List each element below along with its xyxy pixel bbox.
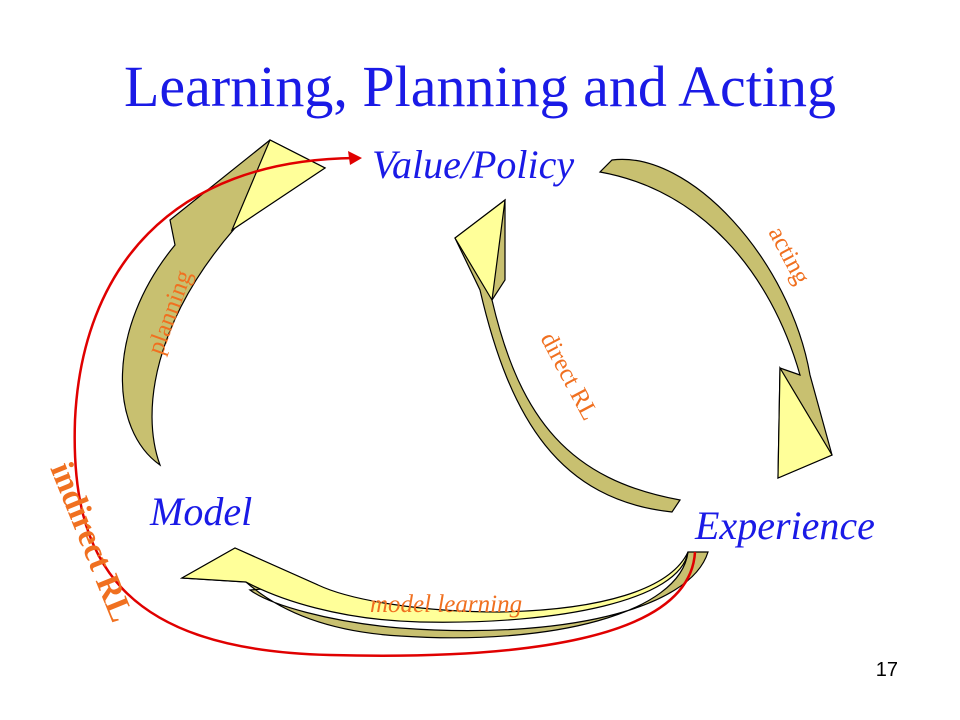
node-model: Model <box>150 489 253 534</box>
node-experience: Experience <box>695 503 875 548</box>
direct-rl-label: direct RL <box>535 328 603 425</box>
slide-title: Learning, Planning and Acting <box>124 54 836 119</box>
indirect-rl-arrowhead <box>348 151 362 165</box>
node-value-policy: Value/Policy <box>372 142 575 187</box>
indirect-rl-label: indirect RL <box>43 457 140 627</box>
indirect-rl-path <box>73 156 697 657</box>
direct-rl-arrow-head <box>454 198 506 302</box>
slide-number: 17 <box>875 659 898 681</box>
model-learning-arrow-inner <box>179 547 689 623</box>
model-learning-label: model learning <box>370 591 522 618</box>
acting-arrow-head <box>777 365 833 479</box>
